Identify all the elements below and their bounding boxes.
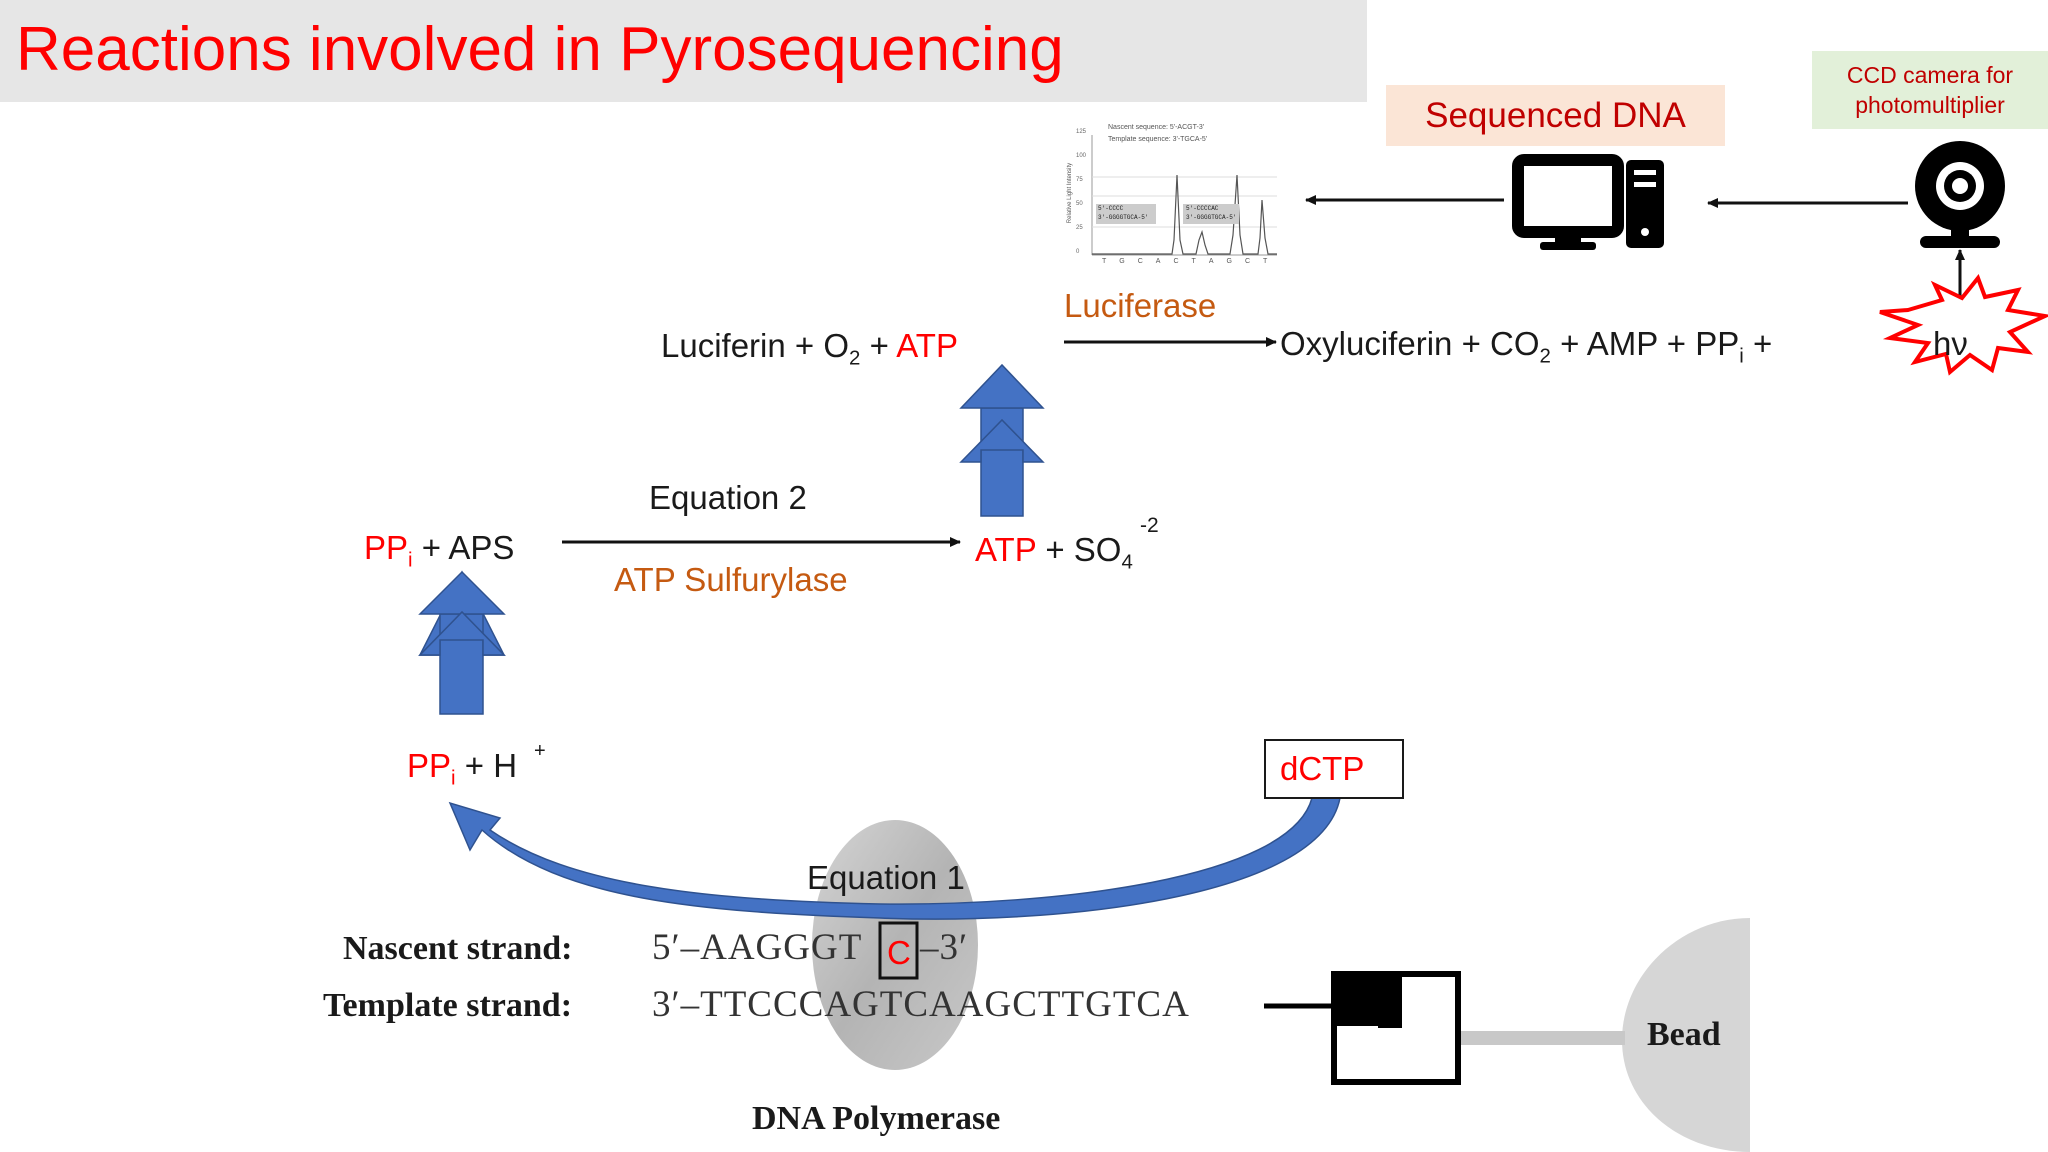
dctp-box: dCTP xyxy=(1264,739,1404,799)
ppi-label-mid: PP xyxy=(364,529,409,566)
bead-label: Bead xyxy=(1647,1016,1721,1053)
oxygen-label: O xyxy=(823,327,850,364)
eq2-products: ATP + SO4 xyxy=(975,531,1133,574)
atp-label-top: ATP xyxy=(896,327,958,364)
pyrogram-yticks: 125 100 75 50 25 0 xyxy=(1076,120,1086,264)
pyrogram-xtick: T xyxy=(1191,258,1196,265)
slide-title: Reactions involved in Pyrosequencing xyxy=(16,15,1064,84)
pyrogram-nascent-label: Nascent sequence: 5'-ACGT-3' xyxy=(1108,124,1205,131)
aps-label: APS xyxy=(448,529,515,566)
pyrogram-peak-label-2a: 5'-CCCCAC xyxy=(1186,205,1219,212)
pyrogram-ytick: 0 xyxy=(1076,249,1080,255)
nascent-seq-end: –3′ xyxy=(920,927,969,968)
bead-linker xyxy=(1460,1031,1625,1045)
pyrogram-ytick: 75 xyxy=(1076,177,1083,183)
pyrogram-xtick: A xyxy=(1208,258,1214,265)
pyrogram-peak-label-1b: 3'-GGGGTGCA-5' xyxy=(1098,214,1149,221)
hydrogen-label: H xyxy=(493,747,518,784)
luciferin-label: Luciferin xyxy=(661,327,786,364)
block-arrow-1 xyxy=(418,570,506,715)
hydrogen-charge: + xyxy=(534,740,546,762)
nascent-sequence: 5′–AAGGGT xyxy=(652,926,862,969)
sequenced-dna-label: Sequenced DNA xyxy=(1386,85,1725,146)
pyrogram-xtick: C xyxy=(1173,258,1179,265)
atp-label-mid: ATP xyxy=(975,531,1037,568)
ppi-label-top: PP xyxy=(1695,325,1740,362)
pyrogram-xtick: C xyxy=(1244,258,1250,265)
pyrogram-xtick: C xyxy=(1137,258,1143,265)
template-strand-label: Template strand: xyxy=(323,987,573,1024)
amp-label: AMP xyxy=(1586,325,1658,362)
ccd-camera-label: CCD camera for photomultiplier xyxy=(1812,51,2048,129)
oxyluciferin-label: Oxyluciferin xyxy=(1280,325,1453,362)
dna-polymerase-blob xyxy=(812,820,978,1070)
co2-label: CO xyxy=(1490,325,1540,362)
atp-sulfurylase-label: ATP Sulfurylase xyxy=(614,561,848,598)
nascent-strand-label: Nascent strand: xyxy=(343,930,573,967)
nascent-seq-start: 5′–AAGGGT xyxy=(652,927,863,968)
hv-starburst xyxy=(1879,273,2048,376)
so4-label: SO xyxy=(1073,531,1122,568)
block-arrow-2 xyxy=(959,363,1045,517)
eq1-products: PPi + H xyxy=(407,747,518,790)
pyrogram-xticks: T G C A C T A G C T xyxy=(1102,258,1267,265)
pyrogram-thumbnail xyxy=(1066,116,1279,268)
ppi-label-bottom: PP xyxy=(407,747,452,784)
pyrogram-xtick: A xyxy=(1155,258,1161,265)
equation-1-label: Equation 1 xyxy=(807,859,965,896)
pyrogram-ytick: 50 xyxy=(1076,201,1083,207)
template-sequence: 3′–TTCCCAGTCAAGCTTGTCA xyxy=(652,984,1190,1025)
dna-polymerase-label: DNA Polymerase xyxy=(752,1100,1001,1137)
pyrogram-xtick: T xyxy=(1263,258,1268,265)
equation-2-label: Equation 2 xyxy=(649,479,807,516)
pyrogram-ytick: 100 xyxy=(1076,153,1087,159)
pyrogram-xtick: G xyxy=(1226,258,1232,265)
added-base-box xyxy=(878,921,919,980)
pyrogram-peak-label-2b: 3'-GGGGTGCA-5' xyxy=(1186,214,1237,221)
computer-icon xyxy=(1512,154,1664,250)
pyrogram-xtick: G xyxy=(1119,258,1125,265)
hv-label: hν xyxy=(1933,325,1968,362)
eq2-reactants: PPi + APS xyxy=(364,529,515,572)
pyrogram-xtick: T xyxy=(1102,258,1107,265)
pyrogram-ytick: 25 xyxy=(1076,225,1083,231)
luciferase-enzyme-label: Luciferase xyxy=(1064,287,1217,324)
pyrogram-ylabel: Relative Light Intensity xyxy=(1067,162,1074,224)
bead-shape xyxy=(1622,918,1750,1152)
luciferase-products: Oxyluciferin + CO2 + AMP + PPi + xyxy=(1280,325,1773,368)
title-bar: Reactions involved in Pyrosequencing xyxy=(0,0,1367,102)
webcam-icon xyxy=(1915,141,2005,248)
so4-charge: -2 xyxy=(1140,514,1159,537)
pyrogram-ytick: 125 xyxy=(1076,129,1087,135)
incorporation-arrow xyxy=(448,797,1341,920)
added-base: C xyxy=(887,934,911,971)
pyrogram-template-label: Template sequence: 3'-TGCA-5' xyxy=(1108,136,1208,143)
luciferase-reactants: Luciferin + O2 + ATP xyxy=(661,327,958,370)
pyrogram-peak-label-1a: 5'-CCCC xyxy=(1098,205,1124,212)
